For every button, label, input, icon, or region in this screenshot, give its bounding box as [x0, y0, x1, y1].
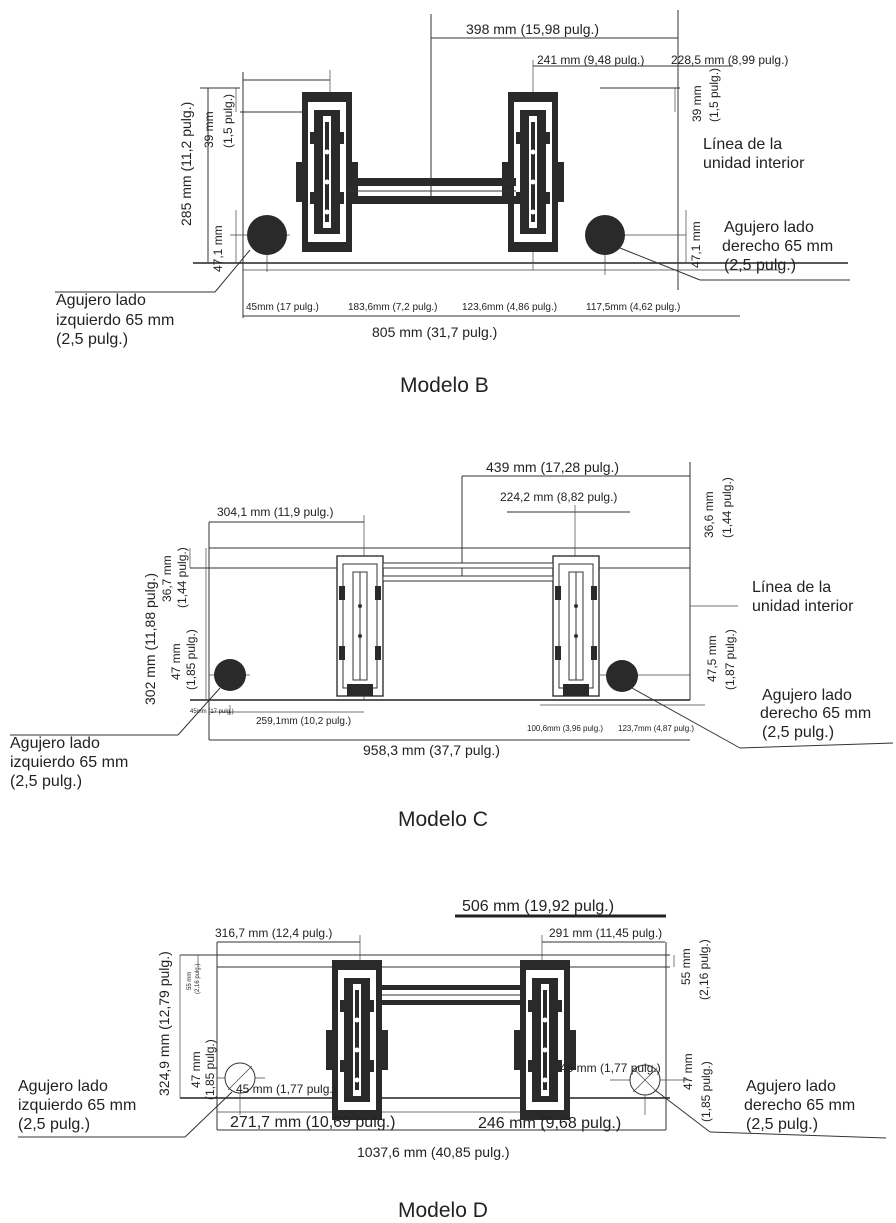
- model-b-hole-right-3: (2,5 pulg.): [724, 257, 796, 274]
- model-c-hole-left-2: izquierdo 65 mm: [10, 754, 128, 771]
- model-b-dim-285: 285 mm (11,2 pulg.): [178, 102, 194, 226]
- model-c-dim-1006: 100,6mm (3,96 pulg.): [527, 724, 603, 733]
- model-c-dim-475-a: 47,5 mm: [705, 635, 719, 682]
- model-d-dim-45-right: 45 mm (1,77 pulg.): [560, 1061, 661, 1075]
- model-b-hole-right-1: Agujero lado: [724, 219, 814, 236]
- model-d-hole-left-3: (2,5 pulg.): [18, 1116, 90, 1133]
- model-d-dim-55-right-a: 55 mm: [679, 948, 693, 985]
- model-d-dim-55-left-a: 55 mm: [187, 972, 193, 990]
- model-d-dim-47-left-b: (1,85 pulg.): [203, 1039, 217, 1100]
- model-c-dim-367-a: 36,7 mm: [160, 555, 174, 602]
- model-b-dim-39-right: 39 mm: [690, 85, 704, 122]
- model-b-rail-top: [348, 178, 516, 186]
- model-d-dim-10376: 1037,6 mm (40,85 pulg.): [357, 1144, 510, 1160]
- model-b-dim-39-left-in: (1,5 pulg.): [221, 94, 235, 148]
- model-b-left-hole: [247, 215, 287, 255]
- model-c-dim-2591: 259,1mm (10,2 pulg.): [256, 716, 351, 727]
- model-b-hole-left-2: izquierdo 65 mm: [56, 312, 174, 329]
- model-d-hole-left-2: izquierdo 65 mm: [18, 1097, 136, 1114]
- model-c-left-hole: [214, 659, 246, 691]
- model-c-right-hole: [606, 660, 638, 692]
- model-b-hole-left-1: Agujero lado: [56, 292, 146, 309]
- model-b-dim-471-right: 47,1 mm: [689, 221, 703, 268]
- model-b-diagram: 398 mm (15,98 pulg.) 241 mm (9,48 pulg.)…: [55, 10, 850, 397]
- model-b-dim-241: 241 mm (9,48 pulg.): [537, 53, 644, 67]
- model-c-dim-439: 439 mm (17,28 pulg.): [486, 459, 619, 475]
- model-d-title: Modelo D: [398, 1199, 488, 1222]
- model-c-dim-9583: 958,3 mm (37,7 pulg.): [363, 742, 500, 758]
- model-c-dim-47-b: (1,85 pulg.): [184, 629, 198, 690]
- model-c-dim-302: 302 mm (11,88 pulg.): [142, 573, 158, 705]
- model-d-dim-3167: 316,7 mm (12,4 pulg.): [215, 926, 332, 940]
- model-d-dim-3249: 324,9 mm (12,79 pulg.): [156, 951, 172, 1096]
- model-c-indoor-line-2: unidad interior: [752, 598, 854, 615]
- model-b-dim-2285: 228,5 mm (8,99 pulg.): [671, 53, 788, 67]
- model-c-indoor-line-1: Línea de la: [752, 579, 831, 596]
- model-b-dim-471-left: 47,1 mm: [211, 225, 225, 272]
- model-b-left-bracket: [296, 92, 358, 252]
- model-c-dim-2242: 224,2 mm (8,82 pulg.): [500, 490, 617, 504]
- model-c-diagram: 439 mm (17,28 pulg.) 224,2 mm (8,82 pulg…: [10, 459, 894, 831]
- model-b-title: Modelo B: [400, 374, 489, 397]
- model-b-indoor-line-2: unidad interior: [703, 155, 805, 172]
- model-c-right-bracket: [552, 555, 600, 697]
- model-d-dim-246: 246 mm (9,68 pulg.): [478, 1115, 621, 1132]
- model-d-hole-right-2: derecho 65 mm: [744, 1097, 855, 1114]
- model-b-right-bracket: [502, 92, 564, 252]
- model-c-hole-left-1: Agujero lado: [10, 735, 100, 752]
- model-b-dim-1175: 117,5mm (4,62 pulg.): [586, 302, 680, 313]
- model-c-left-bracket: [336, 555, 384, 697]
- model-d-dim-47-left-a: 47 mm: [189, 1051, 203, 1088]
- model-d-dim-291: 291 mm (11,45 pulg.): [549, 926, 662, 940]
- model-d-hole-left-1: Agujero lado: [18, 1078, 108, 1095]
- model-d-dim-47-right-b: (1,85 pulg.): [699, 1061, 713, 1122]
- model-d-diagram: 506 mm (19,92 pulg.) 316,7 mm (12,4 pulg…: [18, 898, 887, 1222]
- model-b-indoor-line-1: Línea de la: [703, 136, 782, 153]
- model-c-dim-47-a: 47 mm: [169, 643, 183, 680]
- model-c-hole-right-1: Agujero lado: [762, 687, 852, 704]
- model-c-dim-3041: 304,1 mm (11,9 pulg.): [217, 505, 334, 519]
- model-c-title: Modelo C: [398, 808, 488, 831]
- model-c-hole-right-3: (2,5 pulg.): [762, 724, 834, 741]
- model-d-right-bracket: [514, 960, 576, 1120]
- model-d-dim-47-right-a: 47 mm: [681, 1053, 695, 1090]
- model-c-dim-366-b: (1,44 pulg.): [720, 477, 734, 538]
- model-c-dim-366-a: 36,6 mm: [702, 491, 716, 538]
- model-d-dim-506: 506 mm (19,92 pulg.): [462, 898, 614, 915]
- model-d-dim-2717: 271,7 mm (10,69 pulg.): [230, 1114, 395, 1131]
- model-b-dim-398: 398 mm (15,98 pulg.): [466, 21, 599, 37]
- model-c-dim-475-b: (1,87 pulg.): [723, 629, 737, 690]
- model-b-dim-805: 805 mm (31,7 pulg.): [372, 324, 497, 340]
- model-d-dim-45-left: 45 mm (1,77 pulg.): [236, 1082, 337, 1096]
- model-d-hole-right-3: (2,5 pulg.): [746, 1116, 818, 1133]
- model-b-right-hole: [585, 215, 625, 255]
- model-b-dim-39-right-in: (1,5 pulg.): [707, 68, 721, 122]
- model-c-dim-45: 45mm (17 pulg.): [190, 709, 234, 715]
- model-c-dim-367-b: (1,44 pulg.): [175, 547, 189, 608]
- model-d-hole-right-1: Agujero lado: [746, 1078, 836, 1095]
- model-b-rail-bottom: [348, 196, 516, 204]
- model-b-dim-1236: 123,6mm (4,86 pulg.): [462, 302, 557, 313]
- model-d-dim-55-right-b: (2,16 pulg.): [697, 939, 711, 1000]
- model-b-dim-39-left: 39 mm: [202, 111, 216, 148]
- model-c-hole-left-3: (2,5 pulg.): [10, 773, 82, 790]
- model-b-hole-right-2: derecho 65 mm: [722, 238, 833, 255]
- model-c-dim-1237: 123,7mm (4,87 pulg.): [618, 724, 694, 733]
- model-b-dim-45: 45mm (17 pulg.): [246, 302, 319, 313]
- model-c-hole-right-2: derecho 65 mm: [760, 705, 871, 722]
- model-b-dim-1836: 183,6mm (7,2 pulg.): [348, 302, 438, 313]
- model-d-dim-55-left-b: (2,16 pulg.): [195, 964, 201, 994]
- model-d-left-bracket: [326, 960, 388, 1120]
- model-b-hole-left-3: (2,5 pulg.): [56, 331, 128, 348]
